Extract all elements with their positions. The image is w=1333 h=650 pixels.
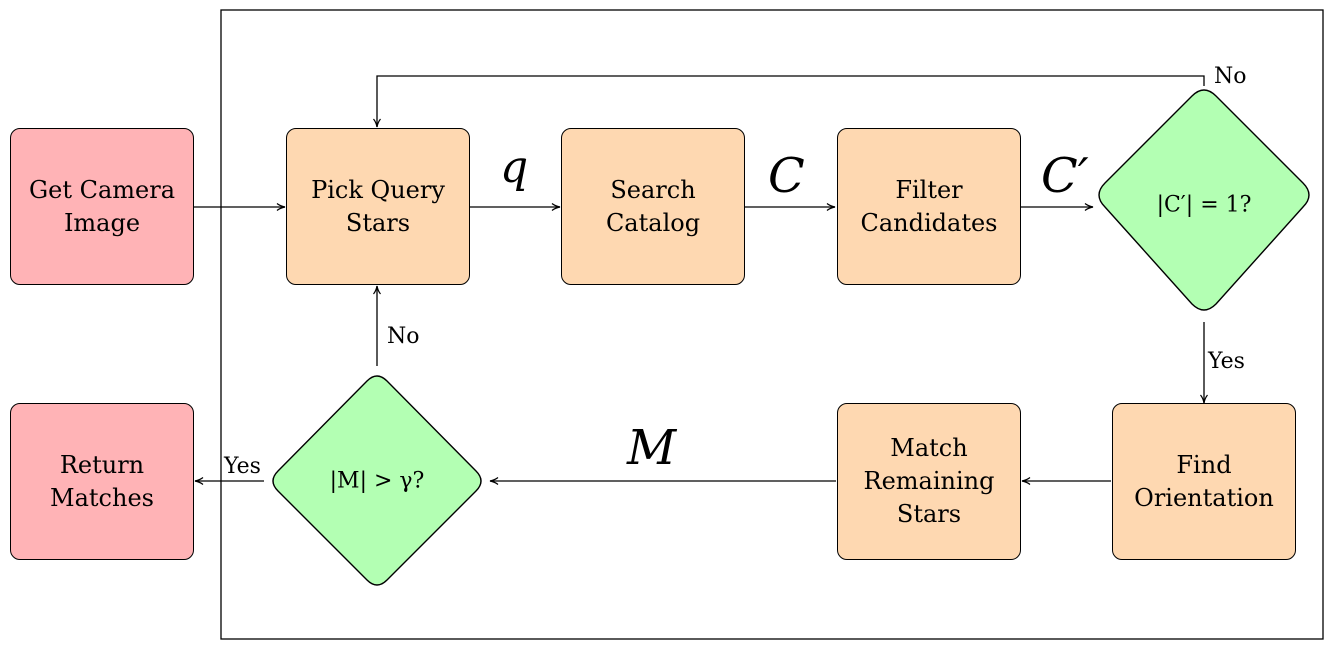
edge-label-M: M [627, 420, 677, 476]
edge-label-C-prime: C′ [1041, 148, 1089, 204]
yes-label-left: Yes [224, 454, 261, 479]
return-matches-box: Return Matches [10, 403, 194, 560]
get-camera-image-box: Get Camera Image [10, 128, 194, 285]
candidate-check-diamond [1098, 89, 1310, 311]
edge-label-q: q [500, 142, 529, 193]
pick-query-stars-box: Pick Query Stars [286, 128, 470, 285]
get-camera-image-label: Get Camera Image [28, 175, 176, 237]
pick-query-stars-label: Pick Query Stars [311, 175, 445, 237]
candidate-check-text: |C′| = 1? [1156, 192, 1252, 218]
match-remaining-stars-label: Match Remaining Stars [863, 434, 995, 528]
filter-candidates-box: Filter Candidates [837, 128, 1021, 285]
search-catalog-label: Search Catalog [605, 175, 701, 237]
edge-label-C: C [768, 148, 805, 204]
edge-check-no-loop [373, 75, 1205, 128]
find-orientation-box: Find Orientation [1112, 403, 1296, 560]
process-frame [220, 9, 1324, 640]
match-remaining-stars-box: Match Remaining Stars [837, 403, 1021, 560]
find-orientation-label: Find Orientation [1134, 450, 1274, 512]
search-catalog-box: Search Catalog [561, 128, 745, 285]
match-threshold-text: |M| > γ? [329, 468, 425, 494]
no-label-left: No [387, 324, 420, 349]
yes-label-right: Yes [1208, 349, 1245, 374]
match-threshold-diamond [272, 375, 482, 586]
no-label-top: No [1214, 64, 1247, 89]
return-matches-label: Return Matches [50, 450, 154, 512]
filter-candidates-label: Filter Candidates [860, 175, 998, 237]
